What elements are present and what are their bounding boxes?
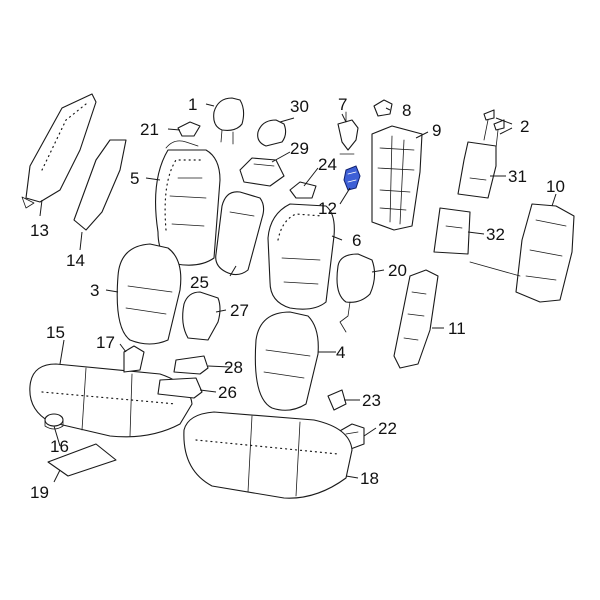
callout-1: 1: [188, 95, 197, 114]
callout-23: 23: [362, 391, 381, 410]
part-8-bracket[interactable]: [373, 99, 393, 117]
part-6-seatback-cushion-right[interactable]: [267, 203, 335, 310]
part-12-clip-highlighted[interactable]: [343, 165, 361, 191]
part-32-bracket[interactable]: [433, 207, 471, 255]
callout-3: 3: [90, 281, 99, 300]
part-19-pad[interactable]: [47, 443, 117, 477]
callout-6: 6: [352, 231, 361, 250]
callout-9: 9: [432, 121, 441, 140]
callout-18: 18: [360, 469, 379, 488]
part-16-cap[interactable]: [44, 413, 64, 430]
part-29-armrest-trim-cover[interactable]: [239, 157, 285, 187]
part-3-seatback-cushion[interactable]: [116, 243, 182, 345]
callout-32: 32: [486, 225, 505, 244]
part-7-latch[interactable]: [337, 111, 359, 155]
callout-31: 31: [508, 167, 527, 186]
callout-4: 4: [336, 343, 345, 362]
part-15-seat-cushion[interactable]: [29, 363, 193, 438]
callout-24: 24: [318, 155, 337, 174]
part-18-seat-cushion[interactable]: [183, 411, 353, 499]
callout-14: 14: [66, 251, 85, 270]
part-2-bolts[interactable]: [483, 109, 505, 149]
part-30-center-headrest[interactable]: [257, 119, 287, 147]
callout-25: 25: [190, 273, 209, 292]
part-4-seatback-cover[interactable]: [254, 311, 319, 411]
part-26-trim[interactable]: [157, 377, 203, 399]
part-13-side-bolster-trim[interactable]: [21, 93, 97, 209]
part-11-seat-frame[interactable]: [393, 269, 439, 369]
callout-29: 29: [290, 139, 309, 158]
callout-labels: 1 21 30 29 24 7 8 12 9 2 31 10 32 5 6 20…: [30, 95, 565, 502]
part-21-clip[interactable]: [177, 121, 201, 137]
callout-30: 30: [290, 97, 309, 116]
callout-10: 10: [546, 177, 565, 196]
callout-13: 13: [30, 221, 49, 240]
callout-20: 20: [388, 261, 407, 280]
part-9-seatback-frame[interactable]: [371, 125, 423, 231]
part-5-seatback-cushion-left[interactable]: [154, 140, 221, 266]
part-28-trim[interactable]: [173, 355, 209, 375]
callout-27: 27: [230, 301, 249, 320]
part-24-guide-bezel[interactable]: [289, 181, 317, 199]
part-31-striker-bracket[interactable]: [457, 141, 497, 199]
callout-12: 12: [318, 199, 337, 218]
callout-17: 17: [96, 333, 115, 352]
part-20-heating-pad[interactable]: [336, 253, 376, 333]
callout-8: 8: [402, 101, 411, 120]
callout-16: 16: [50, 437, 69, 456]
leader-lines: [39, 103, 557, 483]
callout-22: 22: [378, 419, 397, 438]
callout-15: 15: [46, 323, 65, 342]
callout-2: 2: [520, 117, 529, 136]
part-23-clip[interactable]: [327, 389, 347, 411]
part-17-bracket[interactable]: [123, 345, 145, 373]
part-25-center-armrest[interactable]: [215, 191, 265, 276]
callout-5: 5: [130, 169, 139, 188]
part-1-headrest[interactable]: [213, 97, 245, 145]
callout-21: 21: [140, 120, 159, 139]
callout-11: 11: [448, 319, 466, 338]
part-10-seatback-frame-right[interactable]: [469, 203, 575, 303]
callout-28: 28: [224, 358, 243, 377]
part-14-side-panel[interactable]: [73, 139, 127, 231]
callout-19: 19: [30, 483, 49, 502]
part-27-armrest-pad[interactable]: [182, 291, 221, 341]
callout-7: 7: [338, 95, 347, 114]
callout-26: 26: [218, 383, 237, 402]
